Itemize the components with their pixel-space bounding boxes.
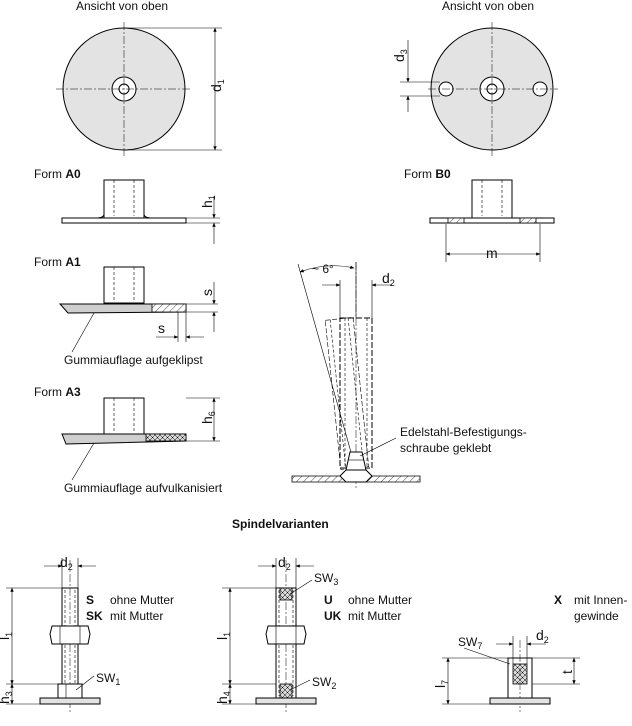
hub-sleeve-a1 xyxy=(103,266,145,304)
sw7-leader xyxy=(463,647,511,665)
form-a3: Form A3 h6 Gummiauflage aufvulkanisiert xyxy=(34,385,223,495)
variant-s-text: ohne Mutter xyxy=(110,593,174,607)
tilted-spindle-ghost xyxy=(324,317,370,470)
base-plate xyxy=(61,217,187,224)
rubber-pad-section xyxy=(151,303,187,313)
spindle-variant-u: d2 SW3 l1 h4 SW2 U ohne Mutter UK mit Mu… xyxy=(214,554,412,712)
spindle-x-base xyxy=(489,697,551,705)
variant-x-code: X xyxy=(554,593,562,607)
rubber-clipped-note: Gummiauflage aufgeklipst xyxy=(64,353,203,367)
angle-label: ~ 6° xyxy=(312,262,334,276)
variant-uk-code: UK xyxy=(324,609,342,623)
rubber-clipped-leader xyxy=(71,312,95,353)
hole-section-right xyxy=(519,217,537,224)
top-view-left: Ansicht von oben d1 xyxy=(56,0,226,156)
angle-arc xyxy=(299,265,355,273)
base-plate-b xyxy=(429,217,555,224)
swivel-view: ~ 6° d2 Edelstahl-Befestigungs- schraube… xyxy=(291,262,527,488)
sw2-label: SW2 xyxy=(312,675,336,691)
form-a1: Form A1 s s Gummiauflage aufgeklipst xyxy=(34,255,218,367)
s-l1-label: l1 xyxy=(0,632,14,640)
m-label: m xyxy=(486,245,498,261)
variant-sk-code: SK xyxy=(86,609,103,623)
s-d2-label: d2 xyxy=(60,554,73,572)
s-h3-label: h3 xyxy=(0,691,14,704)
sw7-label: SW7 xyxy=(458,635,482,651)
u-l1-label: l1 xyxy=(214,632,232,640)
variant-x-text-line2: gewinde xyxy=(574,609,619,623)
sw1-leader xyxy=(75,675,95,691)
rubber-vulcanized-leader xyxy=(71,442,95,481)
hub-sleeve-a3 xyxy=(103,397,145,435)
screw-note-line2: schraube geklebt xyxy=(400,441,492,455)
top-view-right-title: Ansicht von oben xyxy=(442,0,534,13)
spindle-variant-s: d2 l1 h3 SW1 S ohne Mutter SK mit Mutter xyxy=(0,554,174,712)
variant-u-code: U xyxy=(324,593,333,607)
spindle-s-base xyxy=(39,697,101,705)
spindle-u-top-socket xyxy=(279,587,293,601)
variant-x-text-line1: mit Innen- xyxy=(574,593,627,607)
spindle-s-nut xyxy=(49,625,91,645)
h6-label: h6 xyxy=(199,411,217,424)
sw2-leader xyxy=(289,679,311,691)
u-d2-label: d2 xyxy=(278,554,291,572)
spindle-u-bottom-socket xyxy=(279,683,293,699)
spindle-u-nut xyxy=(265,625,307,645)
vulcanized-pad-section xyxy=(145,433,187,442)
d1-label: d1 xyxy=(208,79,226,92)
top-view-right: Ansicht von oben d3 xyxy=(391,0,558,156)
rubber-vulcanized-note: Gummiauflage aufvulkanisiert xyxy=(64,481,223,495)
u-h4-label: h4 xyxy=(214,691,232,704)
variant-uk-text: mit Mutter xyxy=(348,609,401,623)
sw3-leader xyxy=(289,579,313,595)
sw1-label: SW1 xyxy=(96,671,120,687)
form-a0: Form A0 h1 xyxy=(34,167,220,244)
h1-label: h1 xyxy=(199,195,217,208)
form-b0-label: Form B0 xyxy=(404,167,451,181)
s-label-vertical: s xyxy=(199,289,215,296)
spindle-u-base xyxy=(255,697,317,705)
spindle-s-hex xyxy=(57,683,83,699)
screw-head-section xyxy=(339,469,373,483)
form-b0: Form B0 m xyxy=(404,167,555,262)
l7-label: l7 xyxy=(432,680,450,688)
t-label: t xyxy=(559,670,575,674)
variant-s-code: S xyxy=(86,593,94,607)
sw3-label: SW3 xyxy=(314,571,338,587)
hub-sleeve xyxy=(103,179,145,219)
spindle-variants-title: Spindelvarianten xyxy=(232,517,329,531)
d2-label: d2 xyxy=(382,270,395,288)
d3-label: d3 xyxy=(391,49,409,62)
top-view-left-title: Ansicht von oben xyxy=(76,0,168,13)
tilted-spindle-outline xyxy=(324,317,370,470)
screw-note-line1: Edelstahl-Befestigungs- xyxy=(400,425,527,439)
variant-u-text: ohne Mutter xyxy=(348,593,412,607)
variant-sk-text: mit Mutter xyxy=(110,609,163,623)
screw-leader xyxy=(359,437,397,457)
hole-section-left xyxy=(447,217,465,224)
form-a1-label: Form A1 xyxy=(34,255,81,269)
form-a0-label: Form A0 xyxy=(34,167,81,181)
form-a3-label: Form A3 xyxy=(34,385,81,399)
s-label-horizontal: s xyxy=(158,320,165,336)
tilted-thread-left xyxy=(329,319,347,469)
spindle-variant-x: d2 SW7 t l7 X mit Innen- gewinde xyxy=(432,593,627,712)
x-d2-label: d2 xyxy=(536,627,549,645)
angle-reference-tilted xyxy=(297,263,357,471)
hub-sleeve-b xyxy=(471,179,513,219)
